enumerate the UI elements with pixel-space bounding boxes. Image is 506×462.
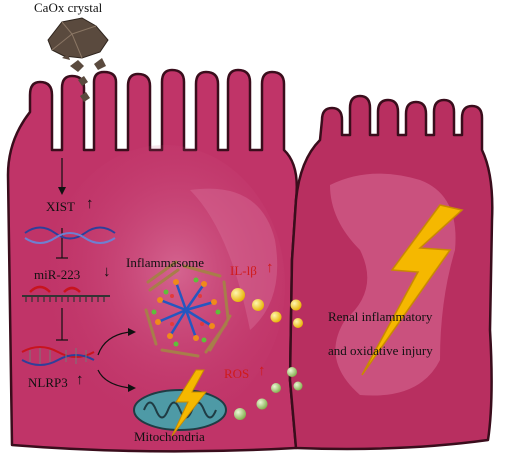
il1b-particles: [231, 288, 303, 328]
mitochondria-icon: [133, 389, 227, 431]
pathway-arrows: [56, 158, 68, 341]
nlrp3-activation-arrows: [97, 328, 136, 392]
injury-label-line1: Renal inflammatory: [328, 309, 433, 324]
xist-rna-icon: [24, 226, 116, 244]
mir-223-down-arrow-icon: ↓: [103, 264, 111, 280]
il1b-up-arrow-icon: ↑: [266, 260, 274, 276]
ros-label: ROS: [224, 366, 250, 381]
nlrp3-gene-icon: [21, 346, 95, 366]
il1b-label: IL-lβ: [230, 263, 257, 278]
ros-up-arrow-icon: ↑: [258, 363, 266, 379]
nlrp3-label: NLRP3: [28, 375, 68, 390]
nlrp3-up-arrow-icon: ↑: [76, 372, 84, 388]
injury-label-line2: and oxidative injury: [328, 343, 433, 358]
right-epithelial-cell: [288, 94, 494, 451]
caox-crystal-icon: [47, 17, 109, 102]
ros-particles: [234, 367, 303, 420]
caox-crystal-label: CaOx crystal: [34, 0, 103, 15]
damage-lightning-small-icon: [171, 369, 208, 437]
inflammasome-label: Inflammasome: [126, 255, 204, 270]
xist-up-arrow-icon: ↑: [86, 196, 94, 212]
mir-223-icon: [22, 285, 110, 302]
xist-label: XIST: [46, 199, 75, 214]
mitochondria-label: Mitochondria: [134, 429, 205, 444]
inflammasome-complex-icon: [144, 260, 232, 358]
mir-223-label: miR-223: [34, 267, 81, 282]
injury-lightning-icon: [361, 204, 464, 376]
